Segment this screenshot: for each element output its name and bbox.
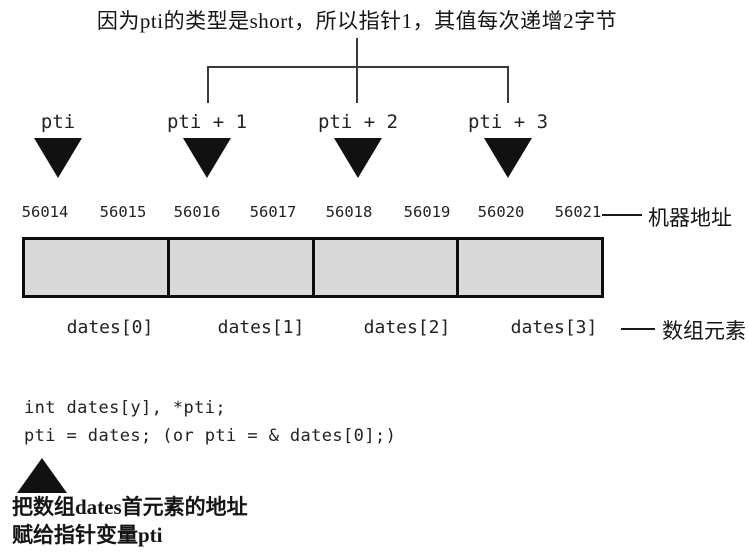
cell-label-dates-0: dates[0]: [66, 317, 154, 338]
address-56014: 56014: [21, 203, 69, 221]
pointer-marker-pti-plus-1: pti + 1: [167, 111, 247, 178]
address-56019: 56019: [403, 203, 451, 221]
cell-label-dates-2: dates[2]: [363, 317, 451, 338]
top-caption: 因为pti的类型是short，所以指针1，其值每次递增2字节: [96, 9, 618, 33]
arrow-up-icon: [17, 458, 67, 493]
pointer-label-pti-plus-2: pti + 2: [317, 111, 399, 133]
memory-cell-2: [315, 240, 460, 295]
address-56015: 56015: [99, 203, 147, 221]
address-56018: 56018: [325, 203, 373, 221]
address-axis-label: 机器地址: [648, 206, 732, 230]
pointer-label-pti: pti: [40, 111, 76, 133]
cell-label-dates-3: dates[3]: [510, 317, 598, 338]
footnote-line-1: 把数组dates首元素的地址: [12, 495, 248, 519]
arrow-down-icon: [182, 138, 231, 178]
memory-array-box: [22, 237, 604, 298]
bracket-center-line: [356, 38, 358, 103]
bracket-right-drop-line: [507, 66, 509, 103]
element-axis-label: 数组元素: [662, 319, 746, 343]
footnote: 把数组dates首元素的地址 赋给指针变量pti: [12, 493, 248, 549]
address-56017: 56017: [249, 203, 297, 221]
address-56021: 56021: [554, 203, 602, 221]
bracket-left-drop-line: [207, 66, 209, 103]
address-56016: 56016: [173, 203, 221, 221]
pointer-label-pti-plus-1: pti + 1: [166, 111, 248, 133]
cell-label-dates-1: dates[1]: [217, 317, 305, 338]
pointer-marker-pti-plus-2: pti + 2: [318, 111, 398, 178]
memory-cell-0: [25, 240, 170, 295]
code-line-declaration: int dates[y], *pti;: [24, 398, 227, 418]
memory-cell-1: [170, 240, 315, 295]
memory-cell-3: [459, 240, 601, 295]
arrow-down-icon: [34, 138, 82, 178]
arrow-down-icon: [333, 138, 382, 178]
arrow-down-icon: [483, 138, 532, 178]
pointer-label-pti-plus-3: pti + 3: [467, 111, 549, 133]
address-56020: 56020: [477, 203, 525, 221]
bracket-horizontal-line: [207, 66, 509, 68]
address-callout-dash: [602, 214, 642, 216]
code-line-assignment: pti = dates; (or pti = & dates[0];): [24, 426, 397, 446]
pointer-marker-pti-plus-3: pti + 3: [468, 111, 548, 178]
pointer-marker-pti: pti: [34, 111, 82, 178]
element-callout-dash: [621, 328, 655, 330]
footnote-line-2: 赋给指针变量pti: [12, 523, 163, 547]
